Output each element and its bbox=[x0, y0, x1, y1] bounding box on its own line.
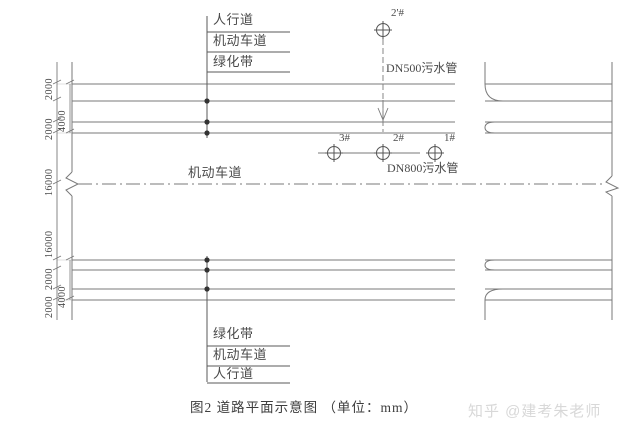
manhole-1 bbox=[426, 144, 444, 162]
manhole-2prime bbox=[374, 21, 392, 39]
road-lines-lower bbox=[72, 259, 612, 301]
dim-bot-2000-a: 2000 bbox=[44, 268, 55, 290]
road-lines-upper bbox=[72, 83, 612, 134]
right-cross-street bbox=[484, 62, 620, 320]
leader-dot-top-3 bbox=[204, 130, 210, 136]
dimension-chain-left bbox=[52, 62, 75, 320]
dim-bot-2000-b: 2000 bbox=[44, 296, 55, 318]
leader-dot-bot-2 bbox=[204, 267, 210, 273]
figure-caption: 图2 道路平面示意图 （单位：mm） bbox=[190, 400, 419, 415]
label-dn500-pipe: DN500污水管 bbox=[386, 61, 458, 75]
label-roadway-center: 机动车道 bbox=[188, 165, 243, 180]
leader-dot-bot-1 bbox=[204, 257, 210, 263]
manhole-3 bbox=[325, 144, 343, 162]
dim-top-16000: 16000 bbox=[44, 168, 55, 197]
leader-dot-top-1 bbox=[204, 98, 210, 104]
dim-top-4000: 4000 bbox=[57, 110, 68, 132]
label-greenbelt-top: 绿化带 bbox=[213, 54, 254, 69]
leader-line-bottom bbox=[204, 256, 290, 384]
dim-bot-4000: 4000 bbox=[57, 286, 68, 308]
manhole-2 bbox=[374, 144, 392, 162]
manhole-symbols bbox=[325, 21, 444, 162]
dim-top-2000-b: 2000 bbox=[44, 118, 55, 140]
label-sidewalk-bottom: 人行道 bbox=[213, 366, 254, 381]
label-roadway-bottom: 机动车道 bbox=[213, 347, 268, 362]
dn500-pipe bbox=[377, 30, 389, 132]
label-manhole-3: 3# bbox=[339, 132, 350, 144]
dim-top-2000-a: 2000 bbox=[44, 78, 55, 100]
leader-dot-bot-3 bbox=[204, 286, 210, 292]
dim-bot-16000: 16000 bbox=[44, 230, 55, 259]
label-greenbelt-bottom: 绿化带 bbox=[213, 326, 254, 341]
leader-dot-top-2 bbox=[204, 119, 210, 125]
break-symbol-left bbox=[65, 171, 80, 197]
label-manhole-2prime: 2'# bbox=[391, 7, 404, 19]
label-manhole-2: 2# bbox=[393, 132, 404, 144]
label-manhole-1: 1# bbox=[444, 132, 455, 144]
leader-line-top bbox=[204, 16, 290, 138]
label-dn800-pipe: DN800污水管 bbox=[387, 161, 459, 175]
label-sidewalk-top: 人行道 bbox=[213, 12, 254, 27]
watermark: 知乎 @建考朱老师 bbox=[468, 403, 602, 420]
label-roadway-top: 机动车道 bbox=[213, 33, 268, 48]
